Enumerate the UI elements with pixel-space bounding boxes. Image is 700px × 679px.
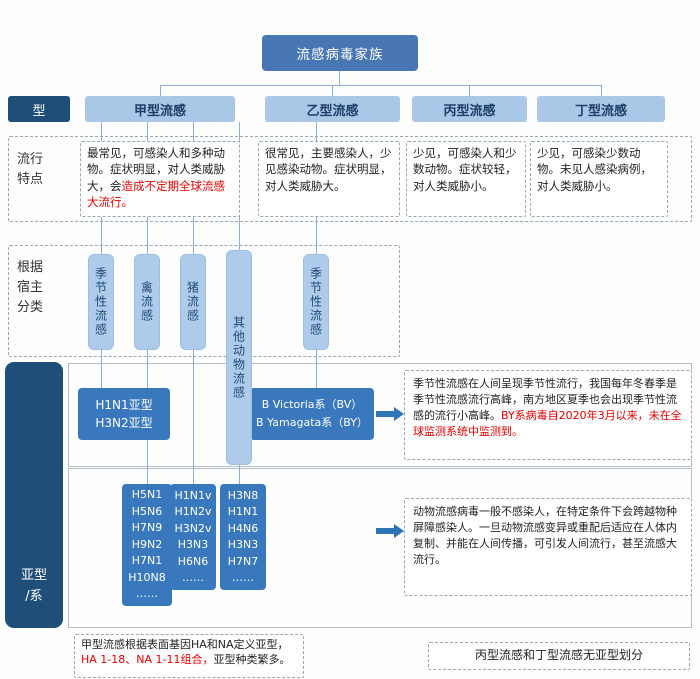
type-c-label: 丙型流感	[443, 103, 496, 119]
row-label-type-text: 型	[32, 103, 46, 119]
connector-seasonal-subtype	[101, 350, 102, 388]
subtype-swine-list: H1N1v H1N2v H3N2v H3N3 H6N6 ……	[174, 488, 212, 585]
connector-type-b	[332, 85, 333, 96]
subtype-a-seasonal-list: H1N1亚型 H3N2亚型	[95, 398, 153, 430]
type-node-influenza-d: 丁型流感	[537, 96, 665, 122]
subtype-node-b-lineages: B Victoria系（BV） B Yamagata系（BY）	[250, 388, 374, 440]
row-label-subtype: 亚型 /系	[20, 568, 47, 605]
subtype-node-other-animal: H3N8 H1N1 H4N6 H3N3 H7N7 ……	[220, 484, 266, 590]
seasonal-flu-note-highlight: BY系病毒自2020年3月以来，未在全球监测系统中监测到。	[413, 408, 682, 438]
no-subtype-note-text: 丙型流感和丁型流感无亚型划分	[474, 648, 643, 663]
epidemic-note-c: 少见，可感染人和少数动物。症状较轻，对人类威胁小。	[406, 141, 526, 217]
row-label-epidemic: 流行 特点	[16, 152, 43, 188]
subtype-node-swine: H1N1v H1N2v H3N2v H3N3 H6N6 ……	[170, 484, 216, 590]
type-a-label: 甲型流感	[133, 103, 186, 119]
host-avian-label: 禽流感	[139, 281, 154, 323]
subtype-definition-note: 甲型流感根据表面基因HA和NA定义亚型，HA 1-18、NA 1-11组合，亚型…	[74, 634, 304, 678]
host-seasonal-a-label: 季节性流感	[93, 267, 108, 337]
epidemic-note-a-highlight: 造成不定期全球流感大流行。	[87, 178, 225, 209]
subtype-avian-list: H5N1 H5N6 H7N9 H9N2 H7N1 H10N8 ……	[128, 488, 166, 601]
epidemic-row-frame	[8, 136, 692, 222]
type-node-influenza-b: 乙型流感	[265, 96, 400, 122]
epidemic-note-c-text: 少见，可感染人和少数动物。症状较轻，对人类威胁小。	[413, 146, 517, 193]
no-subtype-note: 丙型流感和丁型流感无亚型划分	[428, 642, 690, 670]
subtype-b-lineages-list: B Victoria系（BV） B Yamagata系（BY）	[256, 398, 368, 429]
animal-flu-note: 动物流感病毒一般不感染人，在特定条件下会跨越物种屏障感染人。一旦动物流感变异或重…	[404, 498, 692, 596]
subtype-definition-highlight: HA 1-18、NA 1-11组合，	[81, 652, 214, 666]
host-node-swine: 猪流感	[180, 254, 206, 350]
type-d-label: 丁型流感	[574, 103, 627, 119]
host-seasonal-b-label: 季节性流感	[308, 267, 323, 337]
connector-swine-subtype	[193, 350, 194, 484]
subtype-node-a-seasonal: H1N1亚型 H3N2亚型	[78, 388, 170, 440]
arrow-right-icon	[376, 407, 404, 421]
connector-root	[339, 71, 340, 85]
epidemic-note-b-text: 很常见，主要感染人，少见感染动物。症状明显，对人类威胁大。	[265, 146, 392, 193]
epidemic-note-d: 少见，可感染少数动物。未见人感染病例，对人类威胁小。	[530, 141, 668, 217]
host-node-avian: 禽流感	[134, 254, 160, 350]
connector-b-lineage	[316, 350, 317, 388]
row-label-type: 型	[8, 96, 70, 122]
epidemic-note-a: 最常见，可感染人和多种动物。症状明显，对人类威胁大，会造成不定期全球流感大流行。	[80, 141, 240, 217]
seasonal-flu-note: 季节性流感在人间呈现季节性流行，我国每年冬春季是季节性流感流行高峰，南方地区夏季…	[404, 370, 692, 460]
root-node: 流感病毒家族	[262, 35, 418, 71]
animal-flu-note-text: 动物流感病毒一般不感染人，在特定条件下会跨越物种屏障感染人。一旦动物流感变异或重…	[413, 505, 677, 566]
host-node-seasonal-a: 季节性流感	[88, 254, 114, 350]
connector-types-horizontal	[160, 85, 602, 86]
connector-type-a	[160, 85, 161, 96]
arrow-right-icon	[376, 524, 404, 538]
host-node-other-animal: 其他动物流感	[226, 250, 252, 465]
seasonal-flu-note-text: 季节性流感在人间呈现季节性流行，我国每年冬春季是季节性流感流行高峰，南方地区夏季…	[413, 377, 677, 422]
epidemic-note-b: 很常见，主要感染人，少见感染动物。症状明显，对人类威胁大。	[258, 141, 400, 217]
type-b-label: 乙型流感	[306, 103, 359, 119]
epidemic-note-d-text: 少见，可感染少数动物。未见人感染病例，对人类威胁小。	[537, 146, 652, 193]
row-label-subtype-panel: 亚型 /系	[5, 362, 63, 628]
host-swine-label: 猪流感	[185, 281, 200, 323]
subtype-definition-text-1: 甲型流感根据表面基因HA和NA定义亚型，	[81, 638, 289, 651]
host-other-animal-label: 其他动物流感	[231, 315, 246, 400]
connector-type-c	[469, 85, 470, 96]
subtype-node-avian: H5N1 H5N6 H7N9 H9N2 H7N1 H10N8 ……	[122, 484, 172, 606]
row-label-host: 根据 宿主 分类	[16, 260, 43, 316]
subtype-other-animal-list: H3N8 H1N1 H4N6 H3N3 H7N7 ……	[227, 488, 259, 585]
root-title: 流感病毒家族	[296, 47, 384, 63]
subtype-definition-text-2: 亚型种类繁多。	[213, 652, 291, 666]
epidemic-note-a-text: 最常见，可感染人和多种动物。症状明显，对人类威胁大，会	[87, 146, 225, 193]
connector-type-d	[601, 85, 602, 96]
host-node-seasonal-b: 季节性流感	[303, 254, 329, 350]
type-node-influenza-c: 丙型流感	[412, 96, 527, 122]
type-node-influenza-a: 甲型流感	[85, 96, 235, 122]
host-row-frame	[8, 245, 400, 357]
